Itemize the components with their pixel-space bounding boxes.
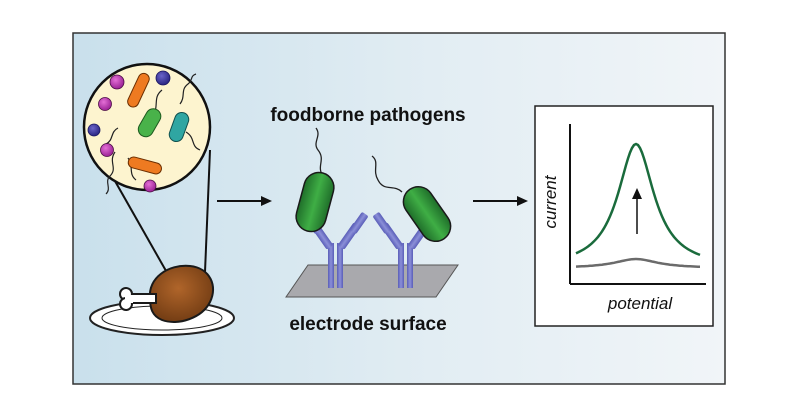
bacterium-captured-right	[402, 185, 452, 243]
y-axis-label: current	[541, 174, 560, 228]
bacterium-teal	[168, 111, 190, 143]
label-electrode-surface: electrode surface	[289, 314, 446, 335]
bacterium-green	[137, 108, 162, 138]
bacteria-mixture	[87, 70, 201, 195]
coccus-pink	[143, 179, 157, 193]
food-sample-illustration	[82, 62, 235, 336]
zoom-line-right	[204, 149, 211, 273]
bacterium-orange	[127, 72, 150, 108]
signal-curve-before	[575, 257, 700, 268]
electrode-assembly	[285, 127, 459, 298]
coccus-purple	[155, 70, 171, 86]
drumstick-bone	[119, 287, 157, 311]
drumstick-meat	[148, 264, 215, 323]
bacterium-captured-left	[295, 171, 335, 233]
right-arrow-icon	[217, 196, 272, 206]
plot-box	[534, 105, 714, 327]
coccus-pink	[100, 143, 114, 157]
bacterium-orange	[127, 156, 162, 175]
coccus-pink	[98, 97, 112, 111]
signal-curve-after	[575, 142, 701, 257]
label-foodborne-pathogens: foodborne pathogens	[270, 105, 465, 126]
voltammogram-panel: current potential	[534, 105, 714, 327]
right-arrow-icon	[473, 196, 528, 206]
coccus-purple	[87, 123, 101, 137]
x-axis-label: potential	[607, 294, 673, 313]
coccus-pink	[109, 74, 125, 90]
electrode-plate	[285, 264, 459, 298]
flagellum	[315, 127, 324, 177]
flagellum	[371, 155, 403, 193]
up-arrow-icon	[632, 188, 642, 234]
